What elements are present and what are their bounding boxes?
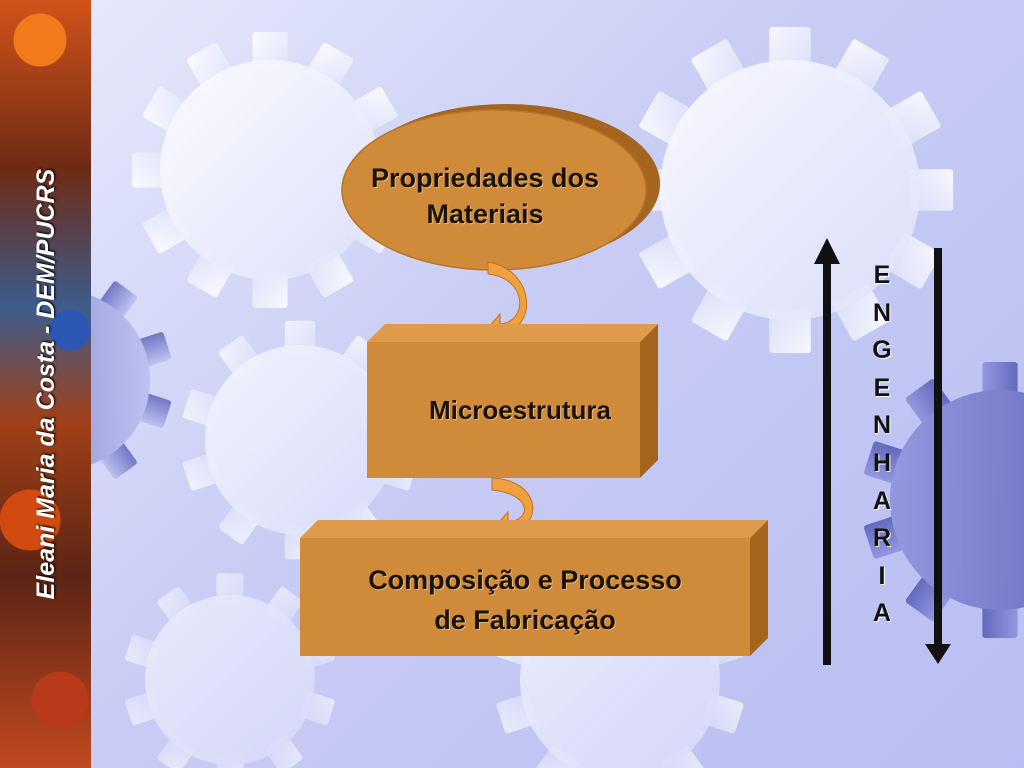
gear-icon	[125, 573, 335, 768]
arrow-down-icon	[925, 248, 951, 664]
vertical-letter: G	[872, 336, 892, 365]
composition-box	[300, 520, 768, 656]
properties-label: Propriedades dos Materiais	[340, 160, 630, 232]
sidebar-photo: Eleani Maria da Costa - DEM/PUCRS	[0, 0, 91, 768]
engenharia-vertical-label: E N G E N H A R I A	[866, 257, 898, 633]
microstructure-box	[367, 324, 658, 478]
vertical-letter: N	[872, 411, 892, 440]
composition-label: Composição e Processo de Fabricação	[310, 560, 740, 640]
vertical-letter: N	[872, 298, 892, 327]
composition-label-line1: Composição e Processo	[368, 565, 682, 595]
vertical-letter: R	[872, 524, 892, 553]
vertical-letter: E	[873, 373, 891, 402]
properties-label-line1: Propriedades dos	[370, 163, 600, 193]
properties-oval	[341, 104, 660, 271]
vertical-letter: A	[872, 486, 892, 515]
vertical-letter: E	[873, 261, 891, 289]
vertical-letter: I	[878, 561, 886, 590]
vertical-letter: A	[872, 599, 892, 628]
properties-label-line2: Materiais	[426, 199, 544, 229]
arrow-up-icon	[814, 238, 840, 665]
microstructure-label: Microestrutura	[428, 395, 612, 425]
vertical-letter: H	[872, 448, 892, 477]
composition-label-line2: de Fabricação	[434, 605, 616, 635]
